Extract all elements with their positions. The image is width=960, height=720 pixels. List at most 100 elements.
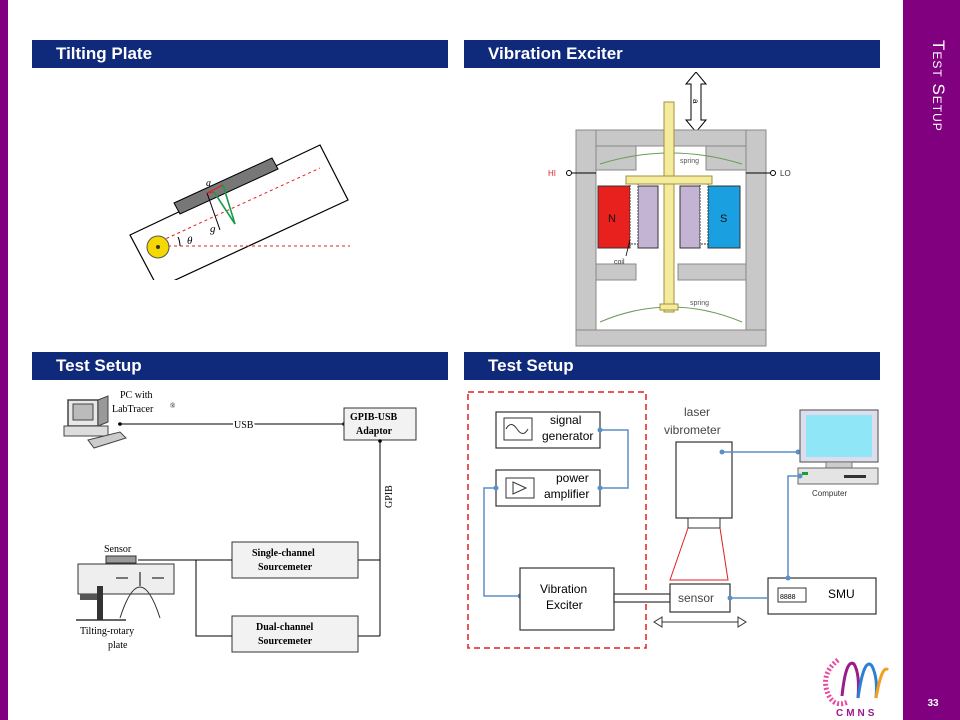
computer-icon [797,409,879,485]
pc-label-line2: LabTracer [112,404,154,415]
sensor-label: sensor [678,591,714,605]
plate-arc-support [119,586,161,619]
housing-mid-left-block [595,263,637,281]
magnet-south [707,185,741,249]
coil-left [629,181,639,245]
gravity-arrow [206,192,221,231]
pc-label-line1: PC with [120,390,153,401]
header-vibration-exciter: Vibration Exciter [464,40,880,68]
test-setup-equipment-diagram: signal generator power amplifier Vibrati… [467,391,879,649]
wire-dot-9 [797,473,803,479]
sensor-to-dual [195,560,232,637]
dual-label-line1: Dual-channel [256,622,313,633]
vibrometer-label-line1: laser [684,405,710,419]
spring-bottom-label: spring [690,300,709,307]
wire-dot-8 [785,575,791,581]
test-setup-block-diagram: PC with LabTracer ® USB GPIB-USB Adaptor… [63,390,417,653]
plate-label-line2: plate [108,640,128,651]
header-tilting-plate: Tilting Plate [32,40,448,68]
laser-beam [669,527,729,581]
adaptor-label-line2: Adaptor [356,426,393,437]
single-label-line2: Sourcemeter [258,562,313,573]
lo-terminal [770,170,776,176]
core-left [637,185,659,249]
wire-dot-7 [727,595,733,601]
usb-label: USB [234,420,254,431]
moving-bobbin [625,175,713,185]
sensor-block [105,555,137,564]
adaptor-label-line1: GPIB-USB [350,412,398,423]
coil-pointer [625,239,631,257]
logo-text: CMNS [836,708,877,718]
wire-dot-1 [597,427,603,433]
component-arrow-2 [213,191,236,225]
coil-right [699,181,709,245]
sine-wave-path [505,424,529,434]
plate-foot [80,594,100,600]
motion-arrow-label: a [691,99,700,104]
smu-display-icon [777,587,807,603]
wire-dot-6 [795,449,801,455]
pc-label-registered: ® [170,402,176,410]
header-test-setup-right: Test Setup [464,352,880,380]
incline-reference-line [149,167,321,247]
platform-double-arrow [653,616,747,628]
wire-smu-to-computer [787,475,800,578]
a-arrow [206,184,224,194]
vibration-exciter-diagram: a spring spring N S HI LO coil [548,72,791,347]
power-label-line2: amplifier [544,487,589,501]
dual-label-line2: Sourcemeter [258,636,313,647]
wire-dot-5 [719,449,725,455]
wire-dot-2 [597,485,603,491]
component-arrow-1 [222,184,236,225]
tilted-sensor-block [173,157,279,215]
gpib-label: GPIB [384,485,395,508]
sensor-label: Sensor [104,544,132,555]
n-label: N [608,213,616,225]
cmns-logo: CMNS [823,658,890,718]
tilted-platform [129,144,349,280]
housing-top-right-block [705,145,747,171]
theta-label: θ [187,235,193,247]
angle-arc [177,236,181,247]
header-test-setup-left: Test Setup [32,352,448,380]
housing-mid-right-block [677,263,747,281]
gpib-usb-adaptor-box [343,407,417,441]
coil-label: coil [614,259,625,266]
housing-bottom [575,329,767,347]
hi-terminal [566,170,572,176]
core-right [679,185,701,249]
gpib-dot [378,439,382,443]
dual-channel-box [231,615,359,653]
tilting-plate-body [77,563,175,595]
logo-wave-2 [856,662,878,699]
signal-label-line2: generator [542,429,593,443]
signal-label-line1: signal [550,413,581,427]
page-number: 33 [927,698,939,709]
single-label-line1: Single-channel [252,548,315,559]
dashed-enclosure [467,391,647,649]
housing-left [575,129,597,347]
rod-foot [659,303,679,311]
wire-amp-to-exciter [483,487,520,597]
logo-wave-3 [874,667,890,699]
laser-lens [687,517,721,529]
smu-label: SMU [828,587,855,601]
usb-dot-pc [118,422,122,426]
vibration-exciter-box [519,567,615,631]
smu-display-digits: 8888 [780,594,796,601]
magnet-north [597,185,631,249]
plate-stand [97,586,103,620]
power-label-line1: power [556,471,589,485]
a-arrow-tip [206,191,215,194]
plate-label-line1: Tilting-rotary [80,626,134,637]
pivot-center [156,245,160,249]
wire-dot-3 [493,485,499,491]
spring-top-label: spring [680,158,699,165]
computer-label: Computer [812,489,847,498]
a-label: a [206,178,211,189]
exciter-shaft [613,593,671,603]
tilting-plate-diagram: θ a g [129,144,350,280]
housing-top-left-block [595,145,637,171]
pc-icon [63,395,127,449]
